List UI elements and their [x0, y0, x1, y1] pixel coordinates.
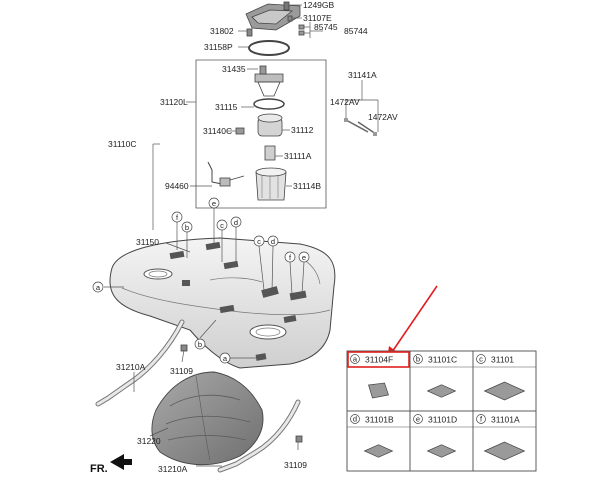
- heat-shield: [151, 371, 264, 466]
- label-31111a: 31111A: [284, 151, 312, 161]
- label-1249gb: 1249GB: [303, 0, 335, 10]
- svg-text:b: b: [198, 340, 202, 349]
- callout-markers: f b e c d c d f e a b a: [92, 197, 310, 364]
- svg-text:a: a: [223, 354, 228, 363]
- legend-cell-d: d 31101B: [346, 410, 411, 472]
- callout-f-2: f: [284, 251, 296, 263]
- legend-part-number: 31101D: [428, 415, 457, 425]
- legend-part-number: 31101A: [491, 415, 520, 425]
- legend-part-number: 31101: [491, 355, 514, 365]
- label-31802: 31802: [210, 26, 234, 36]
- tank-straps: [95, 319, 303, 473]
- svg-text:c: c: [257, 237, 261, 246]
- label-31109-2: 31109: [284, 460, 307, 470]
- callout-a-2: a: [219, 352, 231, 364]
- svg-text:d: d: [234, 218, 238, 227]
- front-direction-indicator: [110, 454, 132, 470]
- highlight-pointer-arrow: [387, 285, 438, 359]
- callout-d-2: d: [267, 235, 279, 247]
- legend-letter: b: [416, 355, 420, 364]
- fuel-pump-module-box: [195, 59, 327, 209]
- svg-text:a: a: [96, 283, 101, 292]
- svg-text:d: d: [271, 237, 275, 246]
- strap-bolts-assembly: [344, 80, 379, 136]
- svg-text:f: f: [176, 213, 179, 222]
- callout-e-1: e: [208, 197, 220, 209]
- label-31141a: 31141A: [348, 70, 377, 80]
- part-labels: 1249GB 31107E 31802 85745 85744 31158P 3…: [90, 0, 398, 475]
- leader-lines-bottom: [133, 349, 299, 467]
- callout-e-2: e: [298, 251, 310, 263]
- callout-leader-lines: [104, 208, 305, 359]
- label-85745: 85745: [314, 22, 338, 32]
- leader-lines-module: [152, 68, 292, 230]
- legend-cell-c: c 31101: [472, 350, 537, 412]
- arrow-icon: [110, 454, 132, 470]
- leader-lines-top: [238, 4, 323, 48]
- pad-shape-a: [368, 382, 389, 399]
- svg-text:e: e: [212, 199, 216, 208]
- legend-part-number: 31101C: [428, 355, 457, 365]
- label-31107e: 31107E: [303, 13, 332, 23]
- label-31114b: 31114B: [293, 181, 321, 191]
- label-31210a-2: 31210A: [158, 464, 188, 474]
- callout-c-2: c: [253, 235, 265, 247]
- legend-letter: a: [353, 355, 358, 364]
- label-85744: 85744: [344, 26, 368, 36]
- label-31109-1: 31109: [170, 366, 193, 376]
- callout-d-1: d: [230, 216, 242, 228]
- legend-letter: d: [353, 415, 357, 424]
- callout-b-1: b: [181, 221, 193, 233]
- legend-letter: e: [416, 415, 420, 424]
- legend-letter: c: [479, 355, 483, 364]
- svg-text:c: c: [220, 221, 224, 230]
- callout-b-2: b: [194, 338, 206, 350]
- label-1472av-1: 1472AV: [330, 97, 360, 107]
- svg-text:f: f: [289, 253, 292, 262]
- legend-cell-f: f 31101A: [472, 410, 537, 472]
- legend-cell-e: e 31101D: [409, 410, 474, 472]
- label-94460: 94460: [165, 181, 189, 191]
- svg-text:b: b: [185, 223, 189, 232]
- legend-cell-b: b 31101C: [409, 350, 474, 412]
- callout-f-1: f: [171, 211, 183, 223]
- fuel-tank-body: [109, 237, 336, 369]
- pad-shape-b: [426, 384, 457, 398]
- pad-shape-c: [483, 381, 526, 401]
- legend-part-number: 31104F: [365, 355, 393, 365]
- label-1472av-2: 1472AV: [368, 112, 398, 122]
- label-31110c: 31110C: [108, 139, 137, 149]
- label-front: FR.: [90, 463, 108, 475]
- legend-part-number: 31101B: [365, 415, 394, 425]
- pad-shape-d: [363, 444, 394, 458]
- label-31112: 31112: [291, 125, 314, 135]
- label-31150: 31150: [136, 237, 159, 247]
- pad-shape-e: [426, 444, 457, 458]
- svg-text:e: e: [302, 253, 306, 262]
- label-31435: 31435: [222, 64, 246, 74]
- legend-letter: f: [480, 415, 483, 424]
- label-31140c: 31140C: [203, 126, 232, 136]
- label-31115: 31115: [215, 102, 238, 112]
- label-31220: 31220: [137, 436, 161, 446]
- callout-c-1: c: [216, 219, 228, 231]
- callout-a-1: a: [92, 281, 104, 293]
- label-31158p: 31158P: [204, 42, 233, 52]
- pad-shape-f: [483, 441, 526, 461]
- legend-table: a 31104F b 31101C c 31101 d 31101B e 31101D f 31101…: [346, 350, 537, 472]
- label-31210a-1: 31210A: [116, 362, 146, 372]
- cover-plate-assembly: [245, 1, 305, 56]
- legend-cell-a: a 31104F: [346, 350, 411, 412]
- legend-highlight-box: [347, 351, 410, 368]
- label-31120l: 31120L: [160, 97, 188, 107]
